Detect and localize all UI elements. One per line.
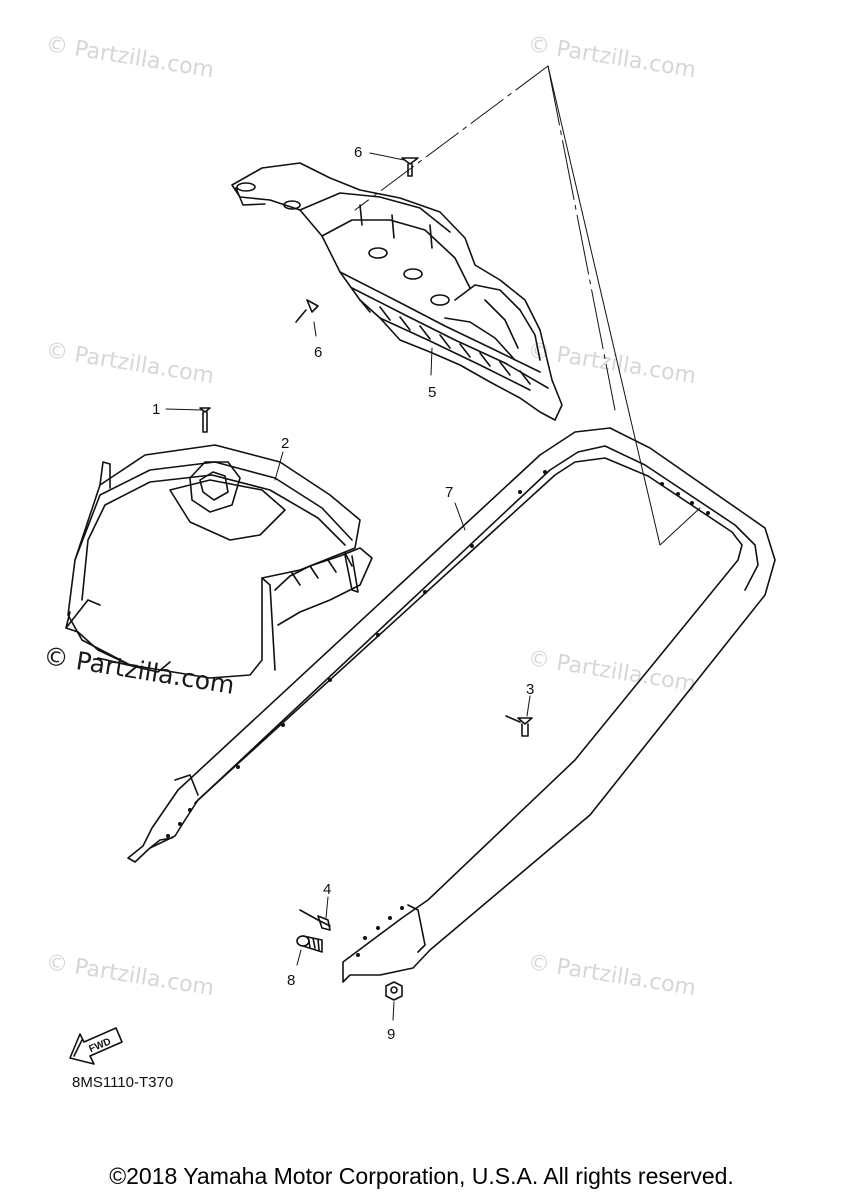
- fwd-arrow-icon: [69, 1027, 123, 1065]
- part-6-rivet-lower: [295, 299, 319, 323]
- part-7-rail: [127, 427, 776, 983]
- diagram-code: 8MS1110-T370: [72, 1074, 174, 1091]
- part-2-storage-box: [65, 444, 373, 679]
- callout-8: 8: [287, 972, 296, 989]
- part-5-bracket: [231, 162, 563, 421]
- callout-7: 7: [445, 484, 454, 501]
- part-1-rivet: [199, 407, 211, 433]
- callout-6-upper: 6: [354, 144, 363, 161]
- callout-3: 3: [526, 681, 535, 698]
- callout-6-lower: 6: [314, 344, 323, 361]
- copyright-notice: ©2018 Yamaha Motor Corporation, U.S.A. A…: [109, 1163, 734, 1189]
- callout-5: 5: [428, 384, 437, 401]
- callout-2: 2: [281, 435, 290, 452]
- part-3-rivet: [505, 715, 533, 737]
- leader-lines: [165, 65, 701, 1021]
- callout-9: 9: [387, 1026, 396, 1043]
- part-4-pin: [299, 909, 331, 931]
- callout-1: 1: [152, 401, 161, 418]
- part-8-bolt: [296, 935, 323, 953]
- part-9-nut: [385, 981, 403, 1001]
- part-7-rail-holes: [166, 470, 710, 957]
- callout-4: 4: [323, 881, 332, 898]
